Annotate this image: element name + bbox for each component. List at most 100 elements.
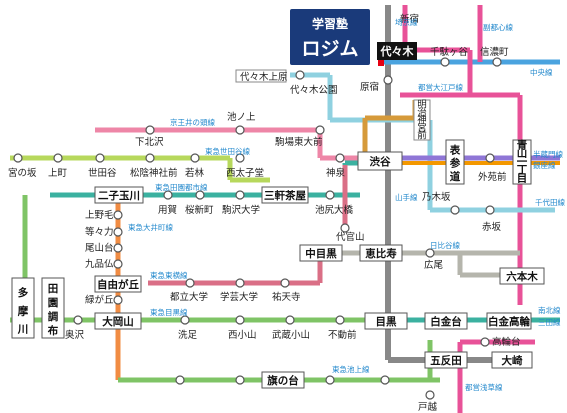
hub-aoyama[interactable]: 青山一丁目 [512,138,532,185]
label-fukutoshin: 副都心線 [483,22,513,32]
station-gaienmae[interactable]: 外苑前 [478,153,507,183]
svg-text:原宿: 原宿 [360,81,379,93]
svg-text:世田谷: 世田谷 [88,167,117,179]
hub-ookayama[interactable]: 大岡山 [94,312,142,330]
station-ikenoue[interactable]: 池ノ上 [227,111,256,135]
svg-text:学芸大学: 学芸大学 [220,291,258,303]
brand-main: ロジム [301,38,358,60]
svg-text:西太子堂: 西太子堂 [226,167,264,179]
station-kamimachi[interactable]: 上町 [48,153,68,179]
svg-text:白金高輪: 白金高輪 [488,315,530,328]
station-kitazawa[interactable]: 下北沢 [135,125,164,148]
svg-text:池尻大橋: 池尻大橋 [315,204,354,216]
station-meiji-jingumae[interactable]: 明治神宮前 [413,99,431,142]
station-nogizaka[interactable]: 乃木坂 [422,191,460,215]
label-setagaya: 東急世田谷線 [205,146,250,156]
label-oedo: 都営大江戸線 [418,82,463,92]
hub-omotesando[interactable]: 表参道 [445,139,465,185]
svg-text:高輪台: 高輪台 [492,336,521,348]
station-sakurashinmachi[interactable]: 桜新町 [185,190,214,216]
station-kk2[interactable] [380,375,390,385]
station-takanawadai[interactable]: 高輪台 [480,336,521,348]
hub-meguro[interactable]: 目黒 [364,312,408,330]
station-gakugei[interactable]: 学芸大学 [220,278,258,303]
hub-gotanda[interactable]: 五反田 [424,351,468,369]
svg-text:五反田: 五反田 [430,354,462,367]
svg-text:代々木上原: 代々木上原 [240,71,288,83]
svg-text:池ノ上: 池ノ上 [227,111,256,123]
station-ikejiri[interactable]: 池尻大橋 [315,190,354,216]
station-akasaka[interactable]: 赤坂 [482,205,502,233]
brand-top: 学習塾 [312,16,348,31]
hub-nakameguro[interactable]: 中目黒 [299,244,343,262]
svg-text:松陰神社前: 松陰神社前 [130,167,178,179]
svg-text:明治神宮前: 明治神宮前 [417,100,427,142]
hub-hatanodai[interactable]: 旗の台 [261,371,305,389]
hub-shibuya[interactable]: 渋谷 [357,151,403,171]
brand-location: 代々木 [380,44,415,58]
location-marker [378,60,384,66]
svg-text:桜新町: 桜新町 [185,204,214,216]
hub-jiyugaoka[interactable]: 自由が丘 [94,275,142,293]
station-shinanomachi[interactable]: 信濃町 [480,46,509,67]
station-nishikoyama[interactable]: 西小山 [228,315,257,341]
label-oimachi: 東急大井町線 [128,222,173,232]
hub-roppongi[interactable]: 六本木 [499,267,545,285]
label-inokashira: 京王井の頭線 [170,117,215,127]
svg-text:大岡山: 大岡山 [102,315,134,328]
svg-text:三軒茶屋: 三軒茶屋 [264,189,306,202]
hub-ebisu[interactable]: 恵比寿 [359,244,403,262]
label-meguro: 東急目黒線 [150,307,188,317]
station-yoyogi-uehara[interactable]: 代々木上原 [235,69,288,83]
station-yoyogi-koen[interactable]: 代々木公園 [290,70,338,96]
svg-text:赤坂: 赤坂 [482,222,502,233]
label-ginza: 銀座線 [533,160,556,170]
station-setagaya[interactable]: 世田谷 [88,153,117,179]
station-yutenji[interactable]: 祐天寺 [272,278,301,303]
svg-text:戸越: 戸越 [418,401,438,413]
station-shinsen[interactable]: 神泉 [326,153,346,179]
station-shinjuku[interactable]: 新宿 [400,13,419,25]
station-wakabayashi[interactable]: 若林 [185,153,205,179]
station-miyanosaka[interactable]: 宮の坂 [8,153,37,179]
station-kk3[interactable] [175,375,185,385]
station-harajuku[interactable]: 原宿 [360,75,393,93]
svg-text:緑が丘: 緑が丘 [85,294,114,306]
hub-shirokane-takanawa[interactable]: 白金高輪 [486,312,532,330]
hub-sangenjaya[interactable]: 三軒茶屋 [261,186,309,204]
station-fudomae[interactable]: 不動前 [328,315,357,341]
station-musashikoyama[interactable]: 武蔵小山 [272,315,310,341]
svg-text:白金台: 白金台 [430,315,462,328]
station-sendagaya[interactable]: 千駄ヶ谷 [430,46,469,67]
svg-text:信濃町: 信濃町 [480,46,509,58]
station-midorigaoka[interactable]: 緑が丘 [85,294,123,306]
station-daikanyama[interactable]: 代官山 [336,223,365,243]
label-ikegami: 東急池上線 [332,364,370,374]
station-kuhonbutsu[interactable]: 九品仏 [85,258,123,270]
label-chiyoda: 千代田線 [535,197,565,207]
station-okusawa[interactable]: 奥沢 [65,315,85,341]
station-komazawa[interactable]: 駒沢大学 [222,190,260,216]
station-kk1[interactable] [325,375,335,385]
svg-text:奥沢: 奥沢 [65,329,85,341]
svg-text:表参道: 表参道 [449,143,461,183]
station-hiroo[interactable]: 広尾 [424,248,443,271]
hub-osaki[interactable]: 大崎 [491,351,533,369]
station-kamino[interactable]: 上野毛 [85,209,123,221]
hub-shirokanedai[interactable]: 白金台 [424,312,468,330]
station-nishitaishido[interactable]: 西太子堂 [226,153,264,179]
station-shoin[interactable]: 松陰神社前 [130,153,178,179]
svg-text:祐天寺: 祐天寺 [272,291,301,303]
station-senzoku[interactable]: 洗足 [178,315,198,341]
station-yoga[interactable]: 用賀 [158,190,177,216]
station-toritsudaigaku[interactable]: 都立大学 [170,278,208,303]
hub-futako[interactable]: 二子玉川 [94,186,144,204]
hub-denenchofu[interactable]: 田園調布 [41,277,65,339]
brand-logo: 学習塾 ロジム 代々木 [290,9,417,66]
station-todoroki[interactable]: 等々力 [85,226,123,238]
station-kk4[interactable] [235,375,245,385]
hub-tama[interactable]: 多摩川 [11,277,35,339]
station-togoshi[interactable]: 戸越 [418,390,438,413]
station-komaba[interactable]: 駒場東大前 [275,125,325,148]
station-oyamadai[interactable]: 尾山台 [85,242,123,254]
